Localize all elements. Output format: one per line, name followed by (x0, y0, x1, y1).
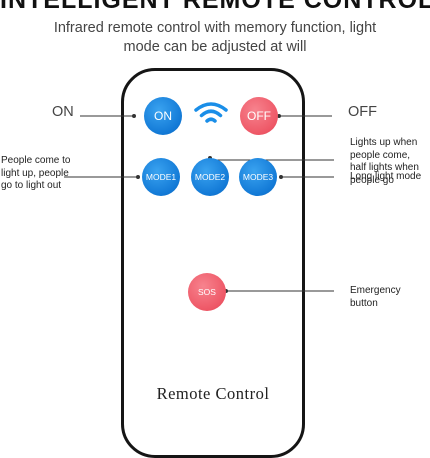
mode2-callout-line-3: half lights when (350, 162, 419, 173)
mode2-button[interactable]: MODE2 (191, 158, 229, 196)
subtitle-line-1: Infrared remote control with memory func… (53, 20, 377, 36)
sos-button[interactable]: SOS (188, 273, 226, 311)
sos-callout-label: Emergency button (350, 285, 401, 310)
off-callout-label: OFF (348, 104, 377, 120)
on-button[interactable]: ON (144, 97, 182, 135)
page-subtitle: Infrared remote control with memory func… (20, 19, 410, 57)
mode2-callout-line-1: Lights up when (350, 137, 418, 148)
sos-callout-line-2: button (350, 297, 378, 309)
off-button[interactable]: OFF (240, 97, 278, 135)
on-button-label: ON (154, 109, 172, 123)
on-callout-label: ON (52, 104, 74, 120)
mode2-callout-line-2: people come, (350, 149, 411, 161)
off-button-label: OFF (247, 109, 271, 123)
mode1-button-label: MODE1 (145, 172, 177, 182)
mode1-callout-label: People come to light up, people go to li… (1, 155, 71, 193)
remote-control-body (121, 68, 305, 458)
sos-button-label: SOS (198, 287, 216, 297)
mode2-callout-label: Lights up when people come, half lights … (350, 137, 419, 187)
mode2-callout-line-4: people go (350, 174, 394, 186)
remote-control-label: Remote Control (156, 384, 270, 403)
mode3-callout-label: Long light mode (350, 171, 422, 182)
mode3-button[interactable]: MODE3 (239, 158, 277, 196)
mode1-callout-line-1: People come to (1, 155, 71, 166)
mode1-callout-line-2: light up, people (1, 167, 69, 179)
mode1-callout-line-3: go to light out (1, 180, 62, 191)
page-title: INTELLIGENT REMOTE CONTROL (0, 0, 430, 14)
mode1-button[interactable]: MODE1 (142, 158, 180, 196)
wifi-icon (194, 102, 228, 123)
sos-callout-line-1: Emergency (350, 285, 401, 296)
mode3-button-label: MODE3 (242, 172, 274, 182)
mode2-button-label: MODE2 (194, 172, 226, 182)
subtitle-line-2: mode can be adjusted at will (123, 39, 307, 55)
